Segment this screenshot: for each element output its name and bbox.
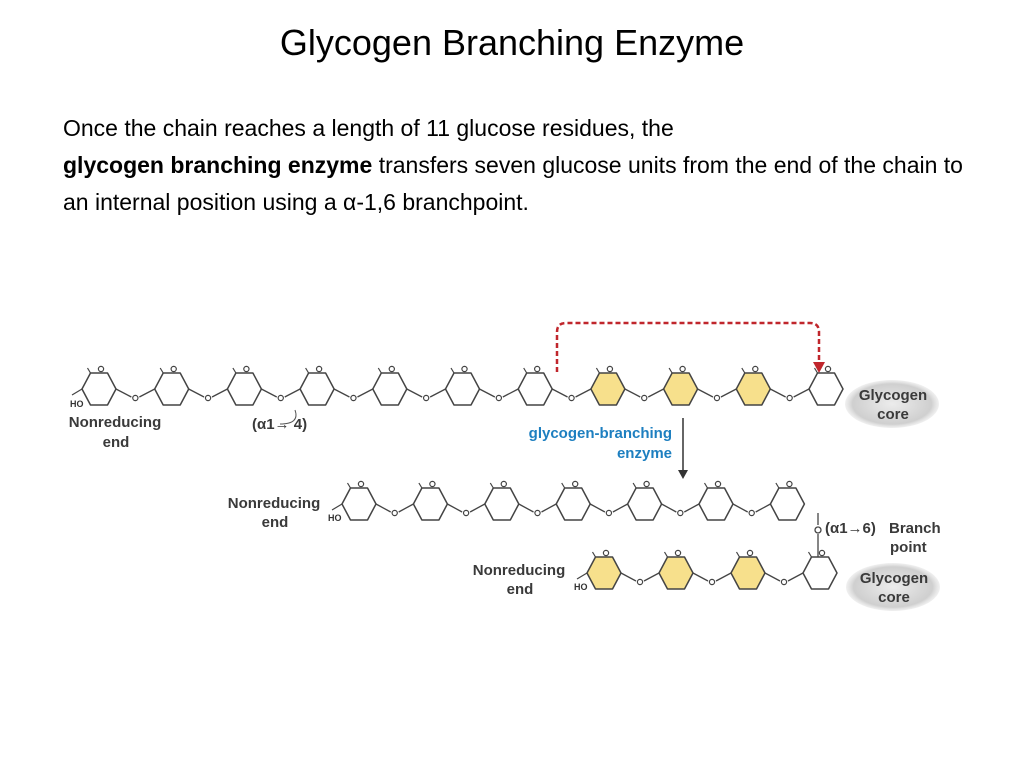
top-glucose-chain (71, 365, 844, 406)
bottom-nonreducing-end-label: end (507, 581, 534, 598)
top-glycosidic-bond-5 (406, 388, 446, 402)
bottom-glucose-ring-1 (586, 549, 622, 590)
alpha-1-6-linkage-label: (α1→6) (825, 520, 876, 537)
middle-glucose-ring-5 (626, 480, 663, 521)
branch-link (814, 513, 822, 557)
middle-nonreducing-end-label: end (262, 514, 289, 531)
top-glucose-ring-7 (517, 365, 553, 406)
bottom-glucose-ring-4 (802, 549, 838, 590)
middle-nonreducing-label: Nonreducing (228, 495, 321, 512)
top-glycosidic-bond-9 (697, 388, 737, 402)
top-glycosidic-bond-4 (333, 388, 374, 402)
top-glycosidic-bond-3 (261, 388, 301, 402)
middle-terminal-bond (331, 503, 343, 511)
bottom-glycogen-core (846, 563, 940, 611)
bottom-core-label-1: Glycogen (860, 570, 928, 587)
body-text-part2: transfers seven glucose units from the e… (63, 152, 963, 215)
top-ho-label: HO (70, 399, 84, 409)
middle-glycosidic-bond-6 (732, 503, 771, 517)
bottom-glycosidic-bond-3 (764, 572, 804, 586)
enzyme-label-1: glycogen-branching (529, 425, 672, 442)
transfer-arrow (555, 321, 825, 373)
body-text-bold-term: glycogen branching enzyme (63, 152, 373, 178)
middle-glucose-ring-4 (555, 480, 591, 521)
bottom-core-label-2: core (878, 589, 910, 606)
top-glycosidic-bond-8 (624, 388, 664, 402)
top-terminal-bond (71, 388, 83, 396)
middle-glycosidic-bond-5 (661, 503, 700, 517)
bottom-terminal-bond (576, 572, 588, 580)
top-glucose-ring-9 (662, 365, 699, 406)
top-glycosidic-bond-1 (115, 388, 156, 402)
middle-glucose-chain (331, 480, 806, 521)
top-glucose-ring-3 (226, 365, 263, 406)
alpha-1-4-linkage-label: (α1→ 4) (252, 416, 307, 433)
middle-glycosidic-bond-4 (589, 503, 628, 517)
middle-glycosidic-bond-3 (518, 503, 557, 517)
top-core-label-1: Glycogen (859, 387, 927, 404)
bottom-glycosidic-bond-2 (692, 572, 732, 586)
branch-point-label-2: point (890, 539, 927, 556)
bottom-glucose-ring-3 (730, 549, 766, 590)
bottom-ho-label: HO (574, 582, 588, 592)
bottom-glucose-ring-2 (658, 549, 694, 590)
enzyme-label-2: enzyme (617, 445, 672, 462)
bottom-glucose-chain (576, 549, 838, 590)
middle-glucose-ring-3 (484, 480, 520, 521)
body-text-part1: Once the chain reaches a length of 11 gl… (63, 115, 674, 141)
top-glucose-ring-4 (299, 365, 335, 406)
middle-glucose-ring-7 (769, 480, 806, 521)
top-glycosidic-bond-6 (479, 388, 519, 402)
body-text: Once the chain reaches a length of 11 gl… (63, 110, 963, 221)
top-glucose-ring-10 (735, 365, 772, 406)
middle-glucose-ring-2 (412, 480, 449, 521)
top-glucose-ring-8 (590, 365, 626, 406)
top-linkage-pointer (279, 409, 297, 425)
top-glycosidic-bond-2 (188, 388, 228, 402)
top-glucose-ring-1 (81, 365, 117, 406)
middle-glycosidic-bond-1 (375, 503, 414, 517)
enzyme-reaction-arrow (678, 418, 688, 479)
bottom-glycosidic-bond-1 (620, 572, 660, 586)
top-glucose-ring-2 (153, 365, 190, 406)
slide-title: Glycogen Branching Enzyme (279, 22, 745, 63)
top-nonreducing-label: Nonreducing (69, 414, 162, 431)
branch-point-label-1: Branch (889, 520, 941, 537)
top-glucose-ring-5 (372, 365, 408, 406)
top-glycogen-core (845, 380, 939, 428)
middle-glucose-ring-6 (698, 480, 734, 521)
middle-glucose-ring-1 (341, 480, 377, 521)
top-glucose-ring-11 (808, 365, 844, 406)
top-glucose-ring-6 (444, 365, 481, 406)
middle-glycosidic-bond-2 (447, 503, 486, 517)
bottom-nonreducing-label: Nonreducing (473, 562, 566, 579)
middle-ho-label: HO (328, 513, 342, 523)
top-core-label-2: core (877, 406, 909, 423)
top-glycosidic-bond-7 (551, 388, 592, 402)
top-glycosidic-bond-10 (769, 388, 810, 402)
top-nonreducing-end-label: end (103, 434, 130, 451)
